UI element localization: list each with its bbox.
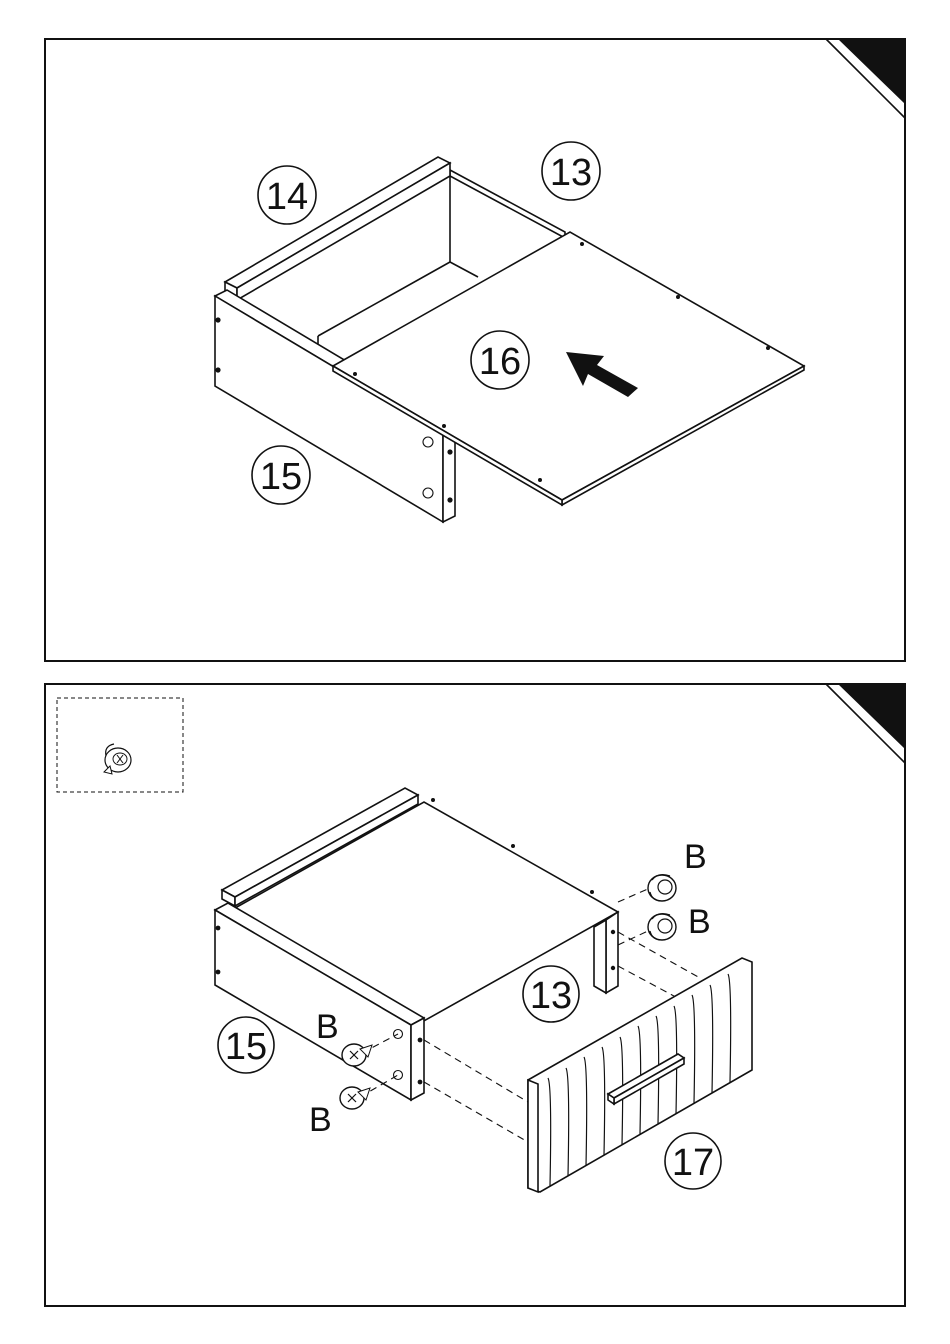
dowel-hole (447, 497, 452, 502)
step-2-corner-tab (838, 684, 905, 749)
cam-hole-lower (423, 488, 433, 498)
dowel-hole (418, 1038, 423, 1043)
panel-17-edge (528, 1080, 538, 1192)
panel-14-top (225, 157, 450, 288)
cam-lock-b-4 (340, 1087, 370, 1109)
guide-line (618, 930, 650, 945)
label-b-4: B (309, 1101, 332, 1139)
dowel-hole (447, 449, 452, 454)
callout-16-label: 16 (479, 341, 521, 383)
drawer-box-closed (215, 788, 618, 1100)
callout-15-label: 15 (260, 456, 302, 498)
callout-15-label: 15 (225, 1026, 267, 1068)
callout-16: 16 (471, 331, 529, 389)
callout-15: 15 (252, 446, 310, 504)
label-b-3: B (316, 1008, 339, 1046)
cam-lock-icon (104, 744, 131, 774)
board-mark (442, 424, 446, 428)
board-mark (431, 798, 435, 802)
callout-15: 15 (218, 1017, 274, 1073)
label-b-1: B (684, 838, 707, 876)
dowel-hole (215, 317, 220, 322)
callout-14: 14 (258, 166, 316, 224)
panel-13-end (606, 912, 618, 993)
panel-13-side (594, 920, 606, 993)
callout-13: 13 (542, 142, 600, 200)
step-1-corner-tab (838, 39, 905, 104)
hardware-inset-frame (57, 698, 183, 792)
guide-line (618, 888, 650, 902)
dowel-hole (611, 930, 615, 934)
step-1-panel: 14 13 16 15 (45, 39, 905, 661)
callout-17: 17 (665, 1133, 721, 1189)
guide-line (424, 1040, 528, 1102)
callout-13: 13 (523, 966, 579, 1022)
dowel-hole (216, 926, 221, 931)
cam-hole-upper (423, 437, 433, 447)
step-2-panel: B B B B (45, 684, 905, 1306)
label-b-2: B (688, 903, 711, 941)
board-mark (511, 844, 515, 848)
board-mark (676, 295, 680, 299)
dowel-hole (216, 970, 221, 975)
callout-14-label: 14 (266, 176, 308, 218)
dowel-hole (611, 966, 615, 970)
board-mark (353, 372, 357, 376)
cam-lock-b-1 (648, 875, 676, 901)
board-mark (538, 478, 542, 482)
step-2-frame (45, 684, 905, 1306)
callout-13-label: 13 (550, 152, 592, 194)
callout-13-label: 13 (530, 975, 572, 1017)
board-mark (590, 890, 594, 894)
panel-15-end (411, 1018, 424, 1100)
guide-line (424, 1082, 528, 1142)
hardware-inset (57, 698, 183, 792)
cam-lock-b-2 (648, 914, 676, 940)
board-mark (580, 242, 584, 246)
dowel-hole (215, 367, 220, 372)
callout-17-label: 17 (672, 1142, 714, 1184)
dowel-hole (418, 1080, 423, 1085)
cam-hole-lower (394, 1071, 403, 1080)
box-inner-bottom-right (450, 262, 478, 277)
board-mark (766, 346, 770, 350)
